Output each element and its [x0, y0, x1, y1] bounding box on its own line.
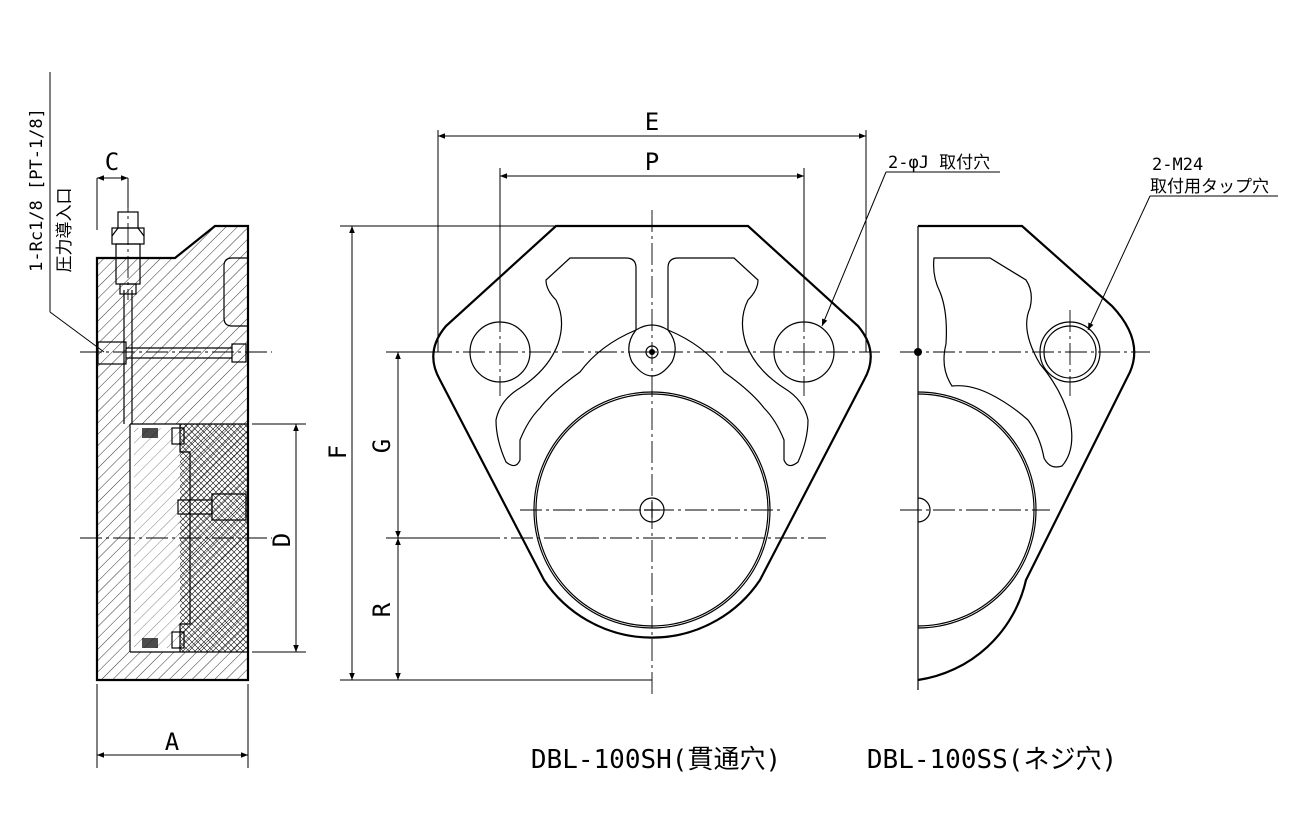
dim-label-e: E — [645, 108, 659, 136]
dim-label-a: A — [165, 728, 180, 756]
port-note-line1: 1-Rc1/8 [PT-1/8] — [27, 108, 47, 272]
dim-label-p: P — [645, 148, 659, 176]
front-view-through-hole — [340, 130, 1000, 696]
port-note-line2: 圧力導入口 — [55, 188, 75, 273]
tap-note-line2: 取付用タップ穴 — [1150, 177, 1269, 197]
labels: C A D E P F G R 1-Rc1/8 [PT-1/8] 圧力導入口 2… — [27, 108, 1269, 775]
dim-label-c: C — [105, 148, 119, 176]
mount-hole-note: 2-φJ 取付穴 — [888, 153, 990, 173]
section-view — [49, 72, 306, 768]
half-view-screw-hole — [900, 195, 1278, 690]
bracket-outline — [432, 224, 872, 639]
dim-label-f: F — [324, 445, 352, 459]
half-bracket-outline — [917, 224, 1136, 682]
caption-screw-hole: DBL-100SS(ネジ穴) — [867, 745, 1117, 775]
body-outline — [95, 224, 250, 682]
dim-label-r: R — [368, 602, 396, 617]
dim-label-d: D — [268, 533, 296, 547]
caption-through-hole: DBL-100SH(貫通穴) — [531, 745, 781, 775]
dim-label-g: G — [368, 439, 396, 453]
tap-note-line1: 2-M24 — [1152, 155, 1203, 175]
